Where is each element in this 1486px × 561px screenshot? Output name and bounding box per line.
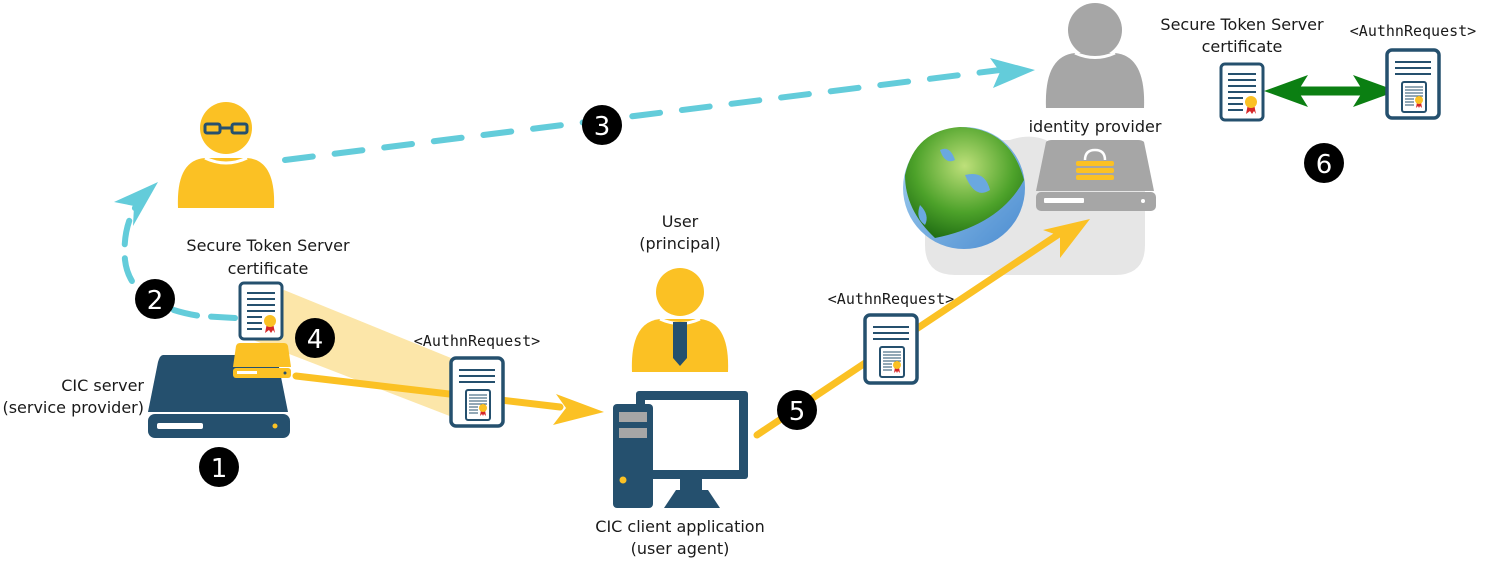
document-icon xyxy=(863,313,919,385)
svg-text:4: 4 xyxy=(307,325,324,355)
svg-text:3: 3 xyxy=(594,112,611,142)
step-3-badge: 3 xyxy=(582,105,622,145)
authn-request-top-label: <AuthnRequest> xyxy=(1350,22,1476,40)
client-label-line1: CIC client application xyxy=(595,517,764,536)
user-label-line2: (principal) xyxy=(639,234,720,253)
arrow-server-to-client xyxy=(292,372,604,425)
desktop-computer-icon xyxy=(613,391,748,508)
step-1-badge: 1 xyxy=(199,447,239,487)
svg-text:5: 5 xyxy=(789,397,806,427)
client-label-line2: (user agent) xyxy=(631,539,730,558)
person-with-tie-icon xyxy=(631,268,729,372)
certificate-icon xyxy=(238,281,284,341)
svg-text:1: 1 xyxy=(211,454,228,484)
svg-text:2: 2 xyxy=(147,286,164,316)
locked-server-icon xyxy=(1036,140,1156,211)
person-icon xyxy=(1045,3,1145,108)
cic-server-label-line1: CIC server xyxy=(61,376,144,395)
step-6-badge: 6 xyxy=(1304,143,1344,183)
sts-left-label-line2: certificate xyxy=(228,259,309,278)
user-label-line1: User xyxy=(662,212,699,231)
sts-left-label-line1: Secure Token Server xyxy=(186,236,350,255)
server-icon xyxy=(148,355,290,438)
arrow-dashed-step2 xyxy=(114,182,238,321)
arrow-cert-validation xyxy=(1264,75,1397,107)
step-5-badge: 5 xyxy=(777,390,817,430)
globe-icon xyxy=(903,127,1025,249)
certificate-icon xyxy=(1219,62,1265,122)
sts-right-label-line1: Secure Token Server xyxy=(1160,15,1324,34)
document-icon xyxy=(1385,48,1441,120)
document-icon xyxy=(449,356,505,428)
person-with-glasses-icon xyxy=(177,102,275,208)
small-server-icon xyxy=(233,343,291,378)
sts-right-label-line2: certificate xyxy=(1202,37,1283,56)
authn-request-right-label: <AuthnRequest> xyxy=(828,290,954,308)
step-4-badge: 4 xyxy=(295,318,335,358)
identity-provider-label: identity provider xyxy=(1029,117,1162,136)
step-2-badge: 2 xyxy=(135,279,175,319)
cic-server-label-line2: (service provider) xyxy=(2,398,144,417)
authn-request-mid-label: <AuthnRequest> xyxy=(414,332,540,350)
svg-text:6: 6 xyxy=(1316,150,1333,180)
arrow-dashed-step3 xyxy=(282,58,1035,163)
